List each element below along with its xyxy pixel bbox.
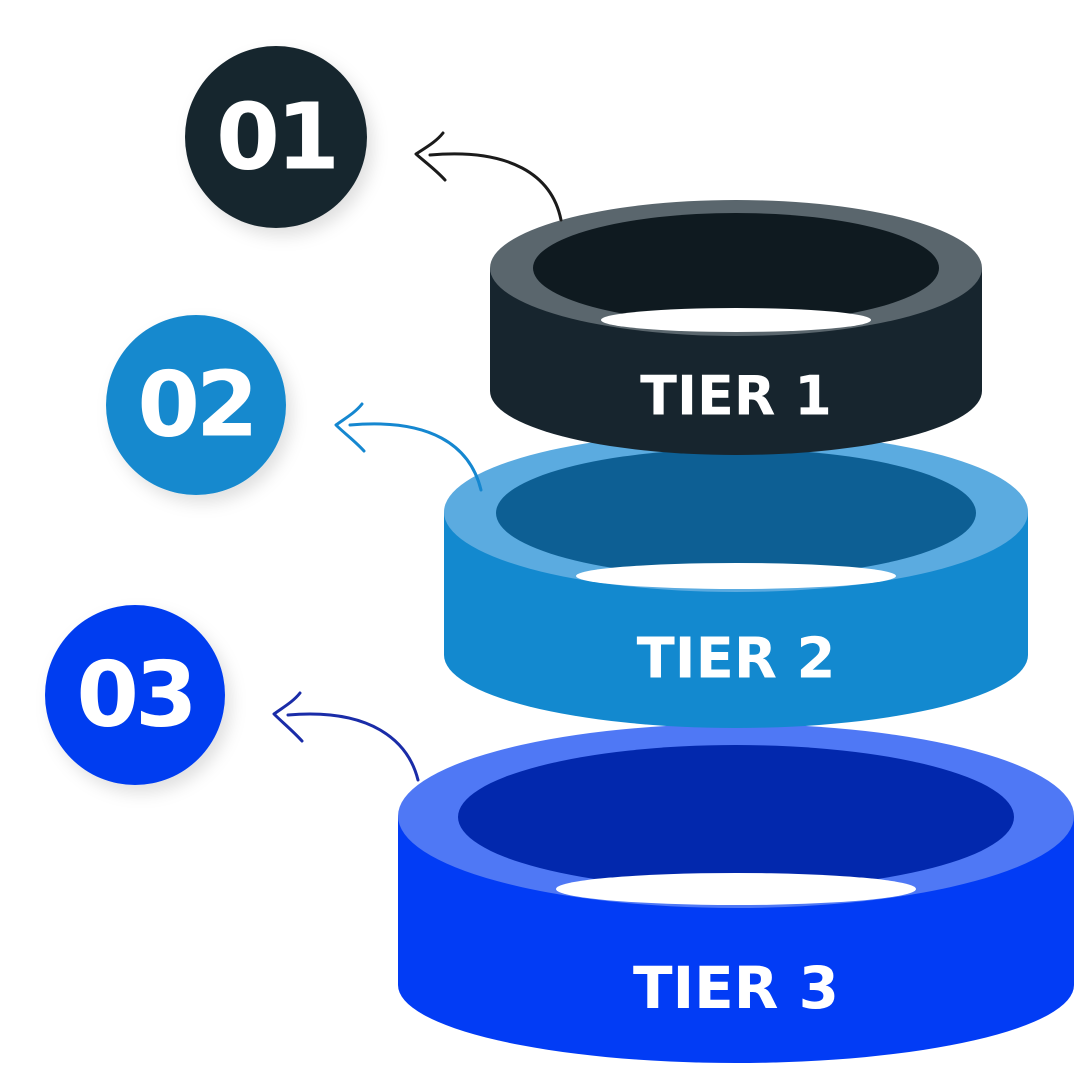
- tier-2-connector-arrow: [334, 402, 483, 492]
- tier-1-ring-hole-gap: [601, 308, 871, 332]
- tier-3-label: TIER 3: [633, 954, 839, 1022]
- badge-02-number: 02: [137, 353, 254, 458]
- tier-3-ring: TIER 3: [398, 724, 1074, 1063]
- tier-3-connector-arrow: [272, 691, 420, 782]
- tier-1-connector-arrow: [414, 131, 563, 222]
- tier-3-ring-hole-gap: [556, 873, 916, 905]
- tier-2-ring-hole: [496, 449, 976, 577]
- tier-1-ring: TIER 1: [490, 200, 982, 455]
- badge-03: 03: [45, 605, 225, 785]
- badge-02: 02: [106, 315, 286, 495]
- tier-3-ring-hole: [458, 745, 1014, 889]
- tier-2-ring-hole-gap: [576, 563, 896, 589]
- badge-03-number: 03: [76, 643, 193, 748]
- tier-1-label: TIER 1: [640, 365, 832, 428]
- tier-2-ring: TIER 2: [444, 432, 1028, 728]
- tier-1-ring-hole: [533, 213, 939, 323]
- tier-2-label: TIER 2: [637, 627, 836, 692]
- badge-01-number: 01: [216, 84, 336, 191]
- badge-01: 01: [185, 46, 367, 228]
